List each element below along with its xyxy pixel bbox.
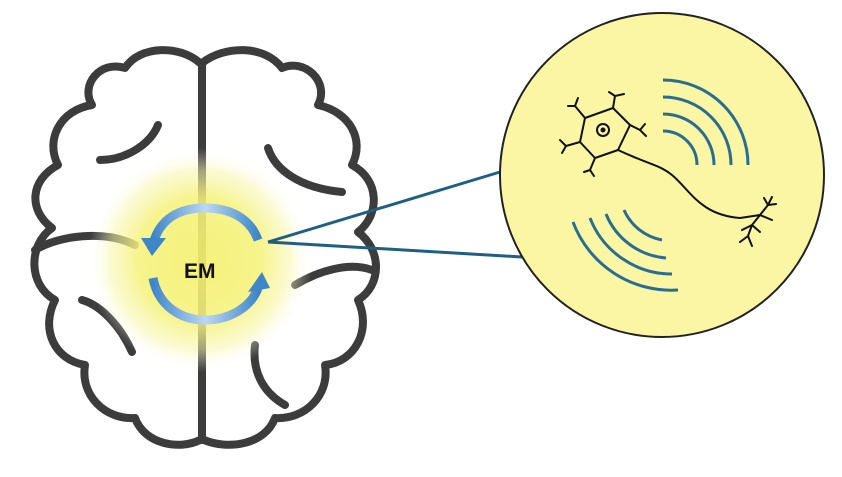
neuron-axon — [617, 149, 761, 219]
zoom-connector — [267, 170, 523, 259]
neuron-nucleolus — [600, 127, 606, 133]
neuron-dendrite — [629, 123, 647, 137]
wave-arc — [588, 217, 673, 276]
wave-arc — [662, 129, 699, 166]
wave-arc — [662, 112, 716, 166]
cycle-arrowhead-top — [141, 238, 166, 256]
brain-fold — [96, 121, 162, 164]
wave-arc — [604, 213, 667, 260]
circular-arrows-icon — [141, 203, 270, 325]
neuron-dendrite — [608, 91, 625, 109]
wave-arc — [622, 209, 663, 242]
neuron-nucleus — [596, 123, 610, 137]
wave-arc — [662, 78, 750, 166]
signal-waves-icon — [662, 78, 750, 166]
connector-line-bottom — [267, 240, 523, 259]
em-glow — [88, 148, 312, 372]
neuron-icon — [559, 91, 777, 247]
brain-fold — [264, 144, 346, 196]
cycle-arrow-bottom — [148, 276, 263, 325]
left-hemisphere — [30, 46, 204, 449]
em-label: EM — [184, 260, 216, 283]
signal-waves-icon — [571, 209, 679, 292]
cycle-arrowhead-bottom — [248, 272, 270, 292]
neuron-dendrite — [559, 139, 581, 154]
right-hemisphere — [198, 46, 380, 449]
wave-arc — [571, 221, 679, 292]
cycle-arrow-top — [148, 203, 263, 246]
wave-arc — [662, 95, 733, 166]
neuron-axon-terminal — [739, 196, 777, 247]
zoom-circle — [499, 12, 825, 338]
neuron-dendrite — [583, 157, 596, 177]
neuron-dendrite — [567, 97, 586, 119]
connector-line-top — [267, 170, 501, 244]
